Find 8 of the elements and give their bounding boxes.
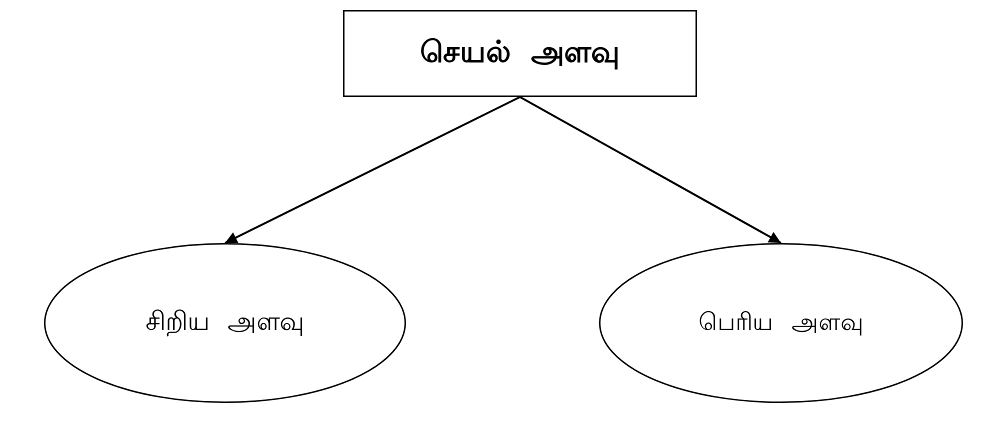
title-box — [343, 10, 697, 97]
category-ellipse — [599, 243, 963, 403]
arrow — [520, 96, 782, 244]
node-label: பெரிய அளவு — [698, 308, 864, 338]
node-label: சிறிய அளவு — [145, 306, 305, 338]
category-ellipse — [44, 243, 406, 403]
arrow — [224, 96, 520, 244]
node-label: செயல் அளவு — [420, 34, 620, 72]
